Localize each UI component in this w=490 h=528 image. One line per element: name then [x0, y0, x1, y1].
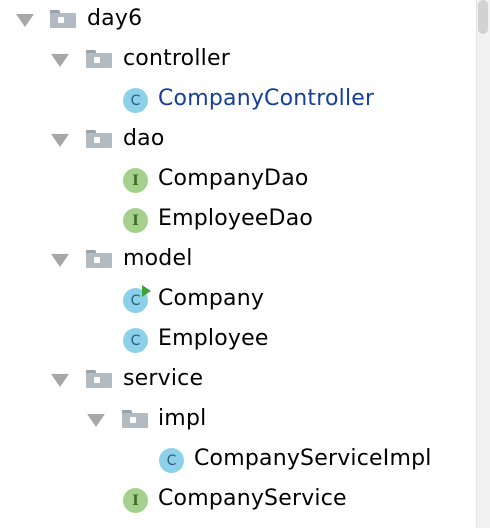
tree-node-label: model	[123, 246, 193, 271]
tree-node-company-service[interactable]: I CompanyService	[0, 480, 476, 520]
tree-node-label: Company	[158, 286, 265, 311]
run-marker-icon	[142, 285, 151, 297]
tree-node-company-controller[interactable]: C CompanyController	[0, 80, 476, 120]
folder-icon	[86, 370, 112, 388]
tree-node-label: impl	[158, 406, 207, 431]
tree-node-employee-dao[interactable]: I EmployeeDao	[0, 200, 476, 240]
tree-node-label: service	[123, 366, 204, 391]
class-icon: C	[123, 328, 148, 353]
tree-node-label: CompanyDao	[158, 166, 309, 191]
tree-node-employee[interactable]: C Employee	[0, 320, 476, 360]
expand-arrow-icon[interactable]	[51, 374, 69, 387]
class-icon: C	[159, 448, 184, 473]
interface-icon: I	[123, 488, 148, 513]
class-icon: C	[123, 88, 148, 113]
expand-arrow-icon[interactable]	[51, 134, 69, 147]
tree-node-label: day6	[87, 6, 143, 31]
tree-node-label: CompanyController	[158, 86, 375, 111]
folder-icon	[50, 10, 76, 28]
tree-node-dao[interactable]: dao	[0, 120, 476, 160]
tree-node-company[interactable]: C Company	[0, 280, 476, 320]
folder-icon	[86, 130, 112, 148]
tree-node-label: controller	[123, 46, 230, 71]
scrollbar-thumb[interactable]	[478, 0, 488, 34]
tree-node-label: EmployeeDao	[158, 206, 314, 231]
interface-icon: I	[123, 208, 148, 233]
folder-icon	[86, 250, 112, 268]
tree-node-label: Employee	[158, 326, 269, 351]
tree-node-company-dao[interactable]: I CompanyDao	[0, 160, 476, 200]
tree-node-label: CompanyService	[158, 486, 347, 511]
tree-node-service[interactable]: service	[0, 360, 476, 400]
folder-icon	[122, 410, 148, 428]
expand-arrow-icon[interactable]	[51, 54, 69, 67]
tree-node-company-service-impl[interactable]: C CompanyServiceImpl	[0, 440, 476, 480]
project-tree: day6 controller C CompanyController dao …	[0, 0, 476, 520]
tree-node-label: dao	[123, 126, 165, 151]
tree-node-label: CompanyServiceImpl	[194, 446, 432, 471]
vertical-scrollbar[interactable]	[476, 0, 490, 528]
expand-arrow-icon[interactable]	[51, 254, 69, 267]
folder-icon	[86, 50, 112, 68]
expand-arrow-icon[interactable]	[16, 14, 34, 27]
interface-icon: I	[123, 168, 148, 193]
tree-node-day6[interactable]: day6	[0, 0, 476, 40]
expand-arrow-icon[interactable]	[87, 414, 105, 427]
tree-node-impl[interactable]: impl	[0, 400, 476, 440]
tree-node-controller[interactable]: controller	[0, 40, 476, 80]
tree-node-model[interactable]: model	[0, 240, 476, 280]
